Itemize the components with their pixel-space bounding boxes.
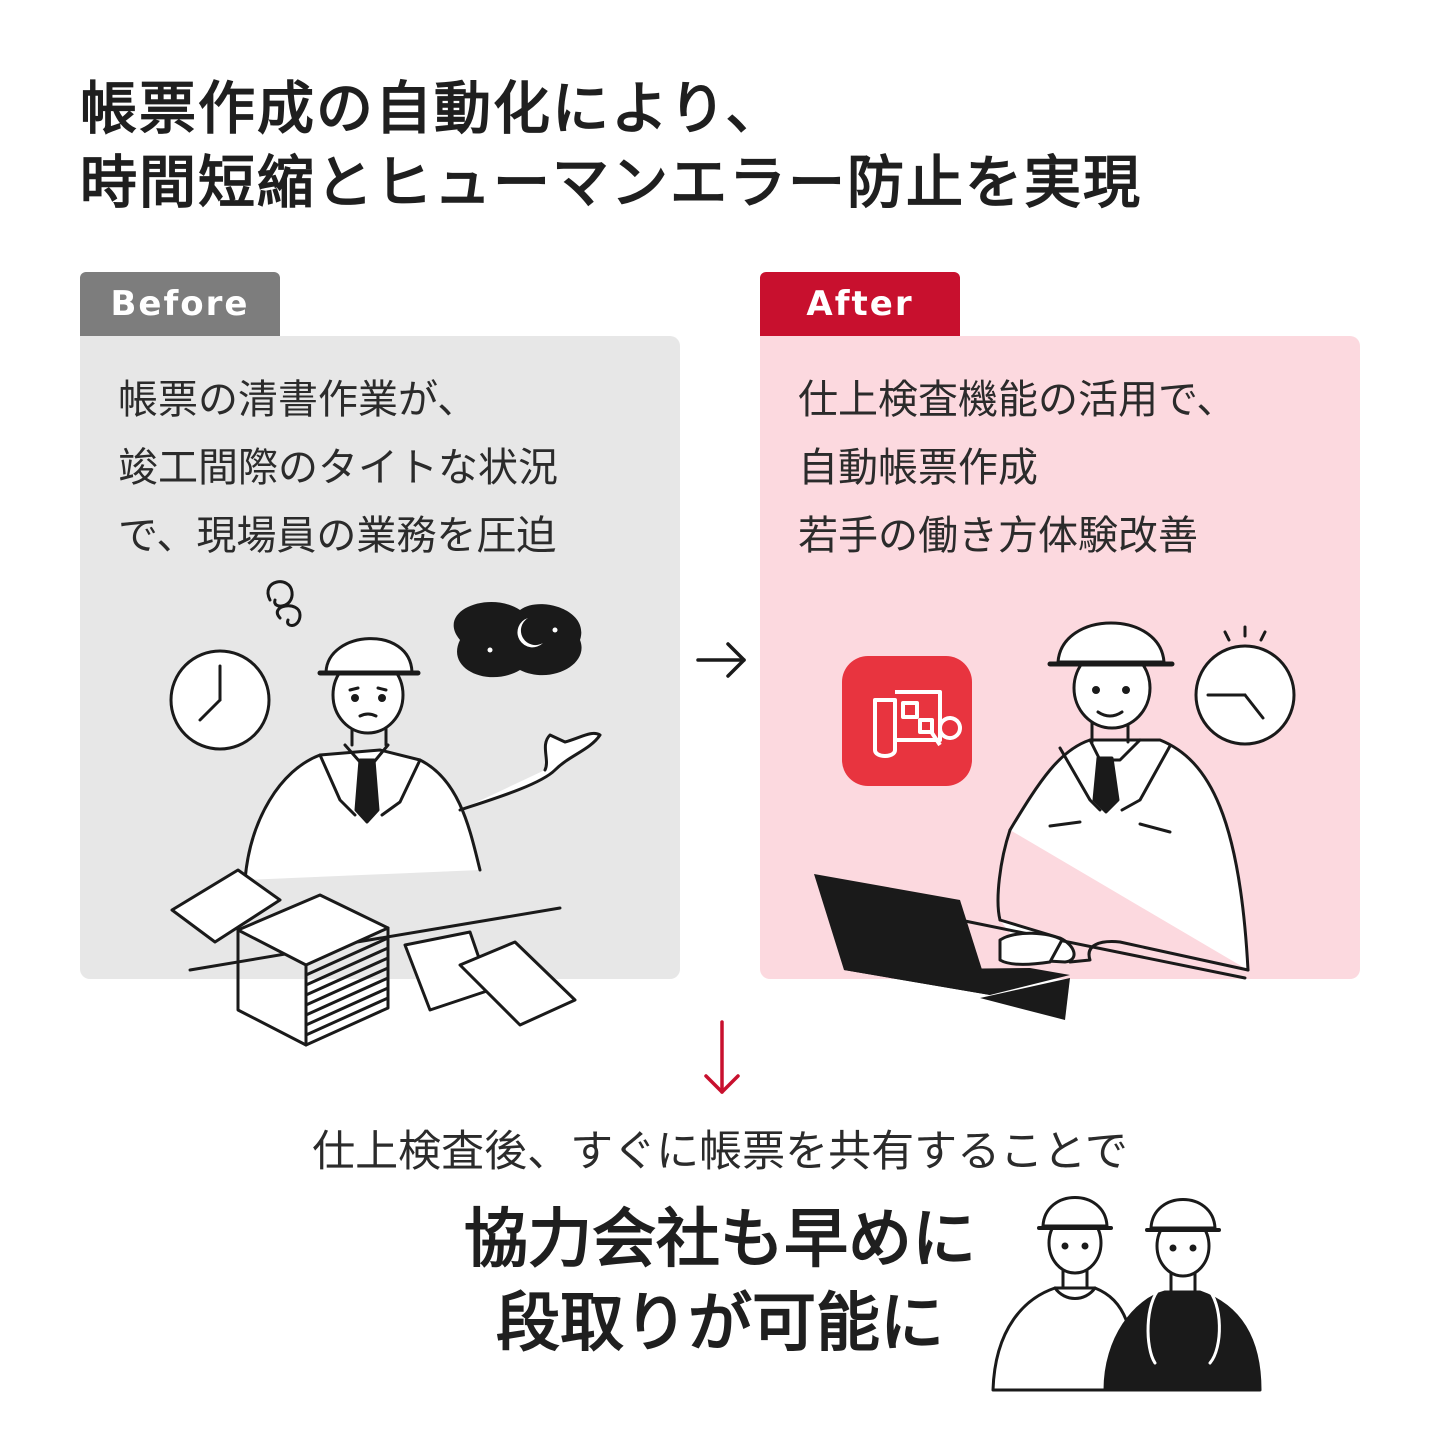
after-line-2: 自動帳票作成 bbox=[798, 445, 1038, 491]
title-line-2: 時間短縮とヒューマンエラー防止を実現 bbox=[80, 150, 1142, 216]
before-tag: Before bbox=[80, 272, 280, 336]
after-text: 仕上検査機能の活用で、 自動帳票作成 若手の働き方体験改善 bbox=[798, 366, 1236, 570]
after-line-3: 若手の働き方体験改善 bbox=[798, 513, 1198, 559]
laptop-icon bbox=[814, 874, 1070, 1020]
clock-icon bbox=[1194, 625, 1296, 746]
workers-illustration bbox=[991, 1196, 1262, 1392]
before-illustration bbox=[169, 580, 602, 1047]
page-title: 帳票作成の自動化により、 時間短縮とヒューマンエラー防止を実現 bbox=[80, 72, 1142, 220]
before-line-2: 竣工間際のタイトな状況 bbox=[118, 445, 558, 491]
before-line-3: で、現場員の業務を圧迫 bbox=[118, 513, 557, 559]
clock-icon bbox=[169, 649, 271, 751]
bottom-headline-line-2: 段取りが可能に bbox=[496, 1287, 944, 1361]
swirl-icon bbox=[266, 580, 302, 627]
before-line-1: 帳票の清書作業が、 bbox=[118, 377, 478, 423]
arrow-right-icon bbox=[696, 642, 746, 678]
bottom-subtitle: 仕上検査後、すぐに帳票を共有することで bbox=[312, 1127, 1128, 1177]
app-icon bbox=[842, 656, 972, 786]
moon-thought-icon bbox=[453, 601, 582, 678]
title-line-1: 帳票作成の自動化により、 bbox=[80, 76, 785, 142]
before-text: 帳票の清書作業が、 竣工間際のタイトな状況 で、現場員の業務を圧迫 bbox=[118, 366, 558, 570]
bottom-headline: 協力会社も早めに 段取りが可能に bbox=[400, 1198, 1040, 1366]
after-illustration bbox=[814, 621, 1296, 1020]
arrow-down-icon bbox=[704, 1020, 740, 1094]
after-tag: After bbox=[760, 272, 960, 336]
after-line-1: 仕上検査機能の活用で、 bbox=[798, 377, 1237, 423]
bottom-headline-line-1: 協力会社も早めに bbox=[464, 1203, 976, 1277]
